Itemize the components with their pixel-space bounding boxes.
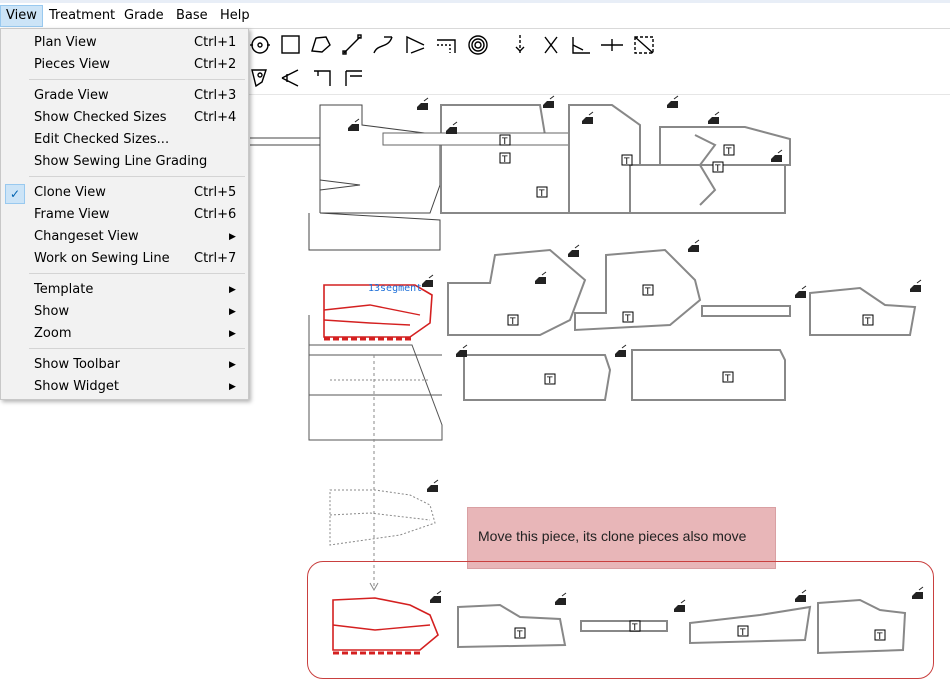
menu-item-grade-view[interactable]: Grade View Ctrl+3 xyxy=(34,88,237,103)
dart-icon[interactable] xyxy=(251,69,267,88)
move-guide-arrow xyxy=(369,582,379,592)
menu-separator xyxy=(29,176,245,177)
menu-item-clone-view[interactable]: ✓ Clone View Ctrl+5 xyxy=(1,182,248,204)
clone-piece-band[interactable] xyxy=(580,620,668,632)
clone-group-box xyxy=(307,561,934,679)
pattern-pieces[interactable]: T xyxy=(0,95,950,687)
line-icon[interactable] xyxy=(342,34,362,55)
menu-base[interactable]: Base xyxy=(176,8,208,23)
menu-separator xyxy=(29,348,245,349)
measure-angle-icon[interactable] xyxy=(572,37,590,54)
notch-icon[interactable] xyxy=(601,39,623,51)
menu-grade[interactable]: Grade xyxy=(124,8,164,23)
submenu-arrow-icon: ▶ xyxy=(229,285,236,295)
menu-separator xyxy=(29,79,245,80)
offset-line-icon[interactable] xyxy=(406,35,425,54)
sewing-line-icon[interactable] xyxy=(437,39,456,53)
menu-item-template[interactable]: Template ▶ xyxy=(1,279,248,301)
menu-item-work-on-sewing-line[interactable]: Work on Sewing Line Ctrl+7 xyxy=(34,251,237,266)
menu-item-pieces-view[interactable]: Pieces View Ctrl+2 xyxy=(34,57,237,72)
add-point-icon[interactable] xyxy=(515,35,525,55)
toolbar-main-icons xyxy=(250,34,654,55)
piece-band-mid[interactable] xyxy=(701,286,917,336)
piece-ghost xyxy=(329,489,436,546)
menu-help[interactable]: Help xyxy=(220,8,250,23)
menu-separator xyxy=(29,273,245,274)
clone-piece-red[interactable] xyxy=(332,597,439,655)
menu-bar: View Treatment Grade Base Help xyxy=(0,0,950,29)
submenu-arrow-icon: ▶ xyxy=(229,382,236,392)
annotation-note: Move this piece, its clone pieces also m… xyxy=(467,507,776,569)
clone-piece-back[interactable] xyxy=(689,605,812,645)
menu-item-plan-view[interactable]: Plan View Ctrl+1 xyxy=(34,35,237,50)
drawing-canvas[interactable]: T xyxy=(0,95,950,687)
submenu-arrow-icon: ▶ xyxy=(229,307,236,317)
annotation-text: Move this piece, its clone pieces also m… xyxy=(478,528,747,544)
corner-icon[interactable] xyxy=(314,70,331,86)
toolbar-secondary-icons xyxy=(251,69,362,88)
clone-piece-sleeve[interactable] xyxy=(457,603,567,649)
menu-item-changeset-view[interactable]: Changeset View ▶ xyxy=(1,226,248,248)
piece-selected-red[interactable] xyxy=(308,284,443,441)
menu-item-show-checked-sizes[interactable]: Show Checked Sizes Ctrl+4 xyxy=(34,110,237,125)
piece-cuff-mid[interactable] xyxy=(463,349,786,401)
polygon-icon[interactable] xyxy=(311,36,331,53)
menu-view[interactable]: View xyxy=(0,5,43,27)
piece-sleeve-top[interactable] xyxy=(382,104,607,214)
menu-item-sewing-line-grading[interactable]: Show Sewing Line Grading xyxy=(34,154,208,169)
submenu-arrow-icon: ▶ xyxy=(229,360,236,370)
piece-collar-top[interactable] xyxy=(629,126,791,214)
curve-icon[interactable] xyxy=(373,36,393,54)
submenu-arrow-icon: ▶ xyxy=(229,329,236,339)
menu-item-frame-view[interactable]: Frame View Ctrl+6 xyxy=(34,207,237,222)
split-point-icon[interactable] xyxy=(544,36,558,54)
grid-transform-icon[interactable] xyxy=(634,36,654,54)
title-strip xyxy=(0,0,950,3)
circle-point-icon[interactable] xyxy=(250,36,270,54)
menu-treatment[interactable]: Treatment xyxy=(49,8,116,23)
spiral-icon[interactable] xyxy=(468,35,488,55)
checkmark-icon: ✓ xyxy=(5,184,25,204)
seam-corner-icon[interactable] xyxy=(345,70,362,86)
submenu-arrow-icon: ▶ xyxy=(229,232,236,242)
piece-back-mid[interactable] xyxy=(574,248,702,332)
piece-sleeve-mid[interactable] xyxy=(447,248,587,336)
menu-item-zoom[interactable]: Zoom ▶ xyxy=(1,323,248,345)
piece-front-top[interactable] xyxy=(250,104,441,251)
menu-item-edit-checked-sizes[interactable]: Edit Checked Sizes... xyxy=(34,132,170,147)
menu-item-show[interactable]: Show ▶ xyxy=(1,301,248,323)
rectangle-icon[interactable] xyxy=(281,35,300,54)
menu-item-show-toolbar[interactable]: Show Toolbar ▶ xyxy=(1,354,248,376)
selected-piece-label: 13segment xyxy=(368,283,422,294)
view-menu-dropdown: Plan View Ctrl+1 Pieces View Ctrl+2 Grad… xyxy=(0,28,249,400)
pleat-icon[interactable] xyxy=(281,69,299,87)
menu-item-show-widget[interactable]: Show Widget ▶ xyxy=(1,376,248,398)
